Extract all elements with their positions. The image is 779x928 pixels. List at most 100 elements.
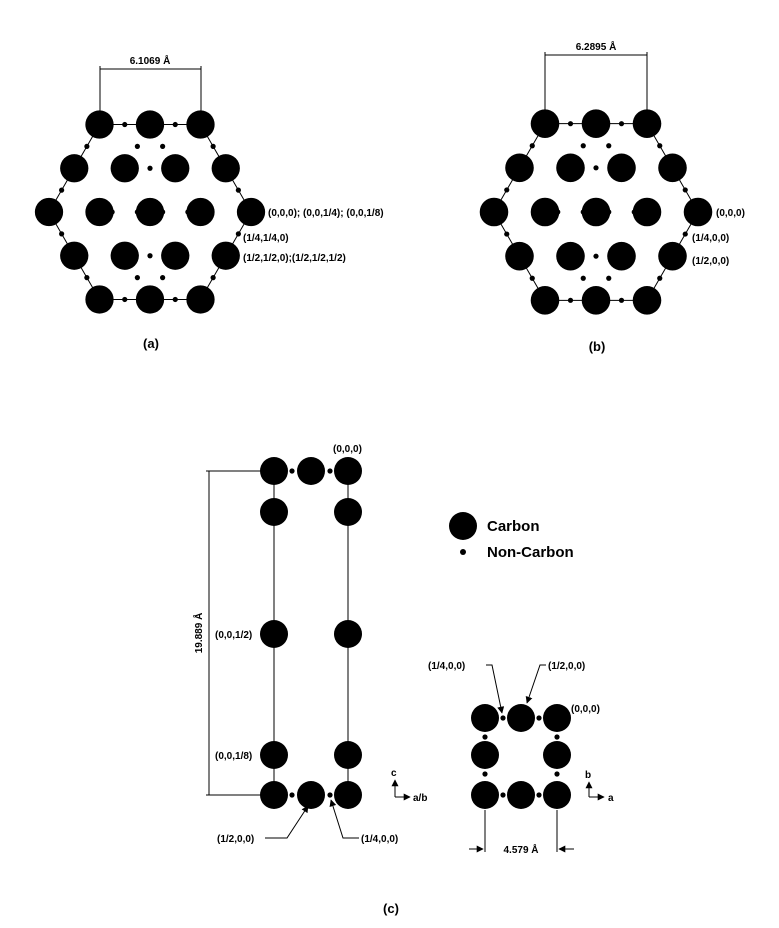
- non-carbon-atom: [84, 275, 90, 281]
- non-carbon-atom: [529, 143, 535, 149]
- carbon-atom: [260, 498, 288, 526]
- non-carbon-atom: [606, 275, 612, 281]
- carbon-atom: [581, 286, 611, 315]
- carbon-atom: [530, 286, 560, 315]
- panel-b-atoms: [479, 109, 713, 315]
- non-carbon-atom: [606, 209, 612, 215]
- non-carbon-atom: [618, 253, 625, 259]
- side-view-label-eighth-c: (0,0,1/8): [215, 751, 252, 762]
- panel-b-label-quarter: (1/4,0,0): [692, 233, 729, 244]
- carbon-atom: [85, 285, 114, 314]
- carbon-atom: [135, 197, 165, 227]
- carbon-atom: [507, 704, 535, 732]
- non-carbon-atom: [536, 715, 542, 721]
- carbon-atom: [658, 153, 687, 183]
- carbon-atom: [334, 620, 362, 648]
- non-carbon-atom: [618, 297, 625, 303]
- carbon-atom: [260, 620, 288, 648]
- side-view-label-origin: (0,0,0): [333, 444, 362, 455]
- non-carbon-atom: [580, 275, 586, 281]
- top-view-label-quarter: (1/4,0,0): [428, 661, 465, 672]
- non-carbon-atom: [504, 231, 510, 237]
- carbon-atom: [543, 741, 571, 769]
- carbon-atom: [471, 741, 499, 769]
- side-view-leader-half-a: [265, 805, 309, 839]
- panel-a-atoms: [34, 110, 266, 314]
- non-carbon-atom: [567, 121, 574, 127]
- carbon-atom: [135, 285, 165, 314]
- non-carbon-atom: [59, 231, 65, 237]
- non-carbon-atom: [657, 275, 663, 281]
- non-carbon-atom: [327, 792, 333, 798]
- side-view-height-dimension: 19.889 Å: [192, 613, 205, 654]
- non-carbon-atom: [529, 275, 535, 281]
- non-carbon-atom: [210, 143, 216, 149]
- non-carbon-atom: [134, 143, 140, 149]
- non-carbon-atom: [554, 771, 560, 777]
- top-view-label-half: (1/2,0,0): [548, 661, 585, 672]
- non-carbon-atom: [482, 734, 488, 740]
- panel-b: 6.2895 Å (0,0,0) (1/4,0,0) (1/2,0,0) (b): [479, 40, 745, 354]
- non-carbon-atom: [134, 209, 140, 215]
- carbon-atom: [530, 197, 560, 227]
- non-carbon-atom: [500, 715, 506, 721]
- non-carbon-atom: [235, 231, 241, 237]
- panel-c-side-view: 19.889 Å (0,0,0) (0,0,1/2) (0,0,1/8) (1/…: [192, 444, 427, 845]
- carbon-atom: [505, 241, 534, 271]
- top-view-leader-half: [525, 664, 546, 704]
- side-view-axis-c-label: c: [391, 768, 397, 779]
- non-carbon-atom: [327, 468, 333, 474]
- non-carbon-atom: [160, 143, 166, 149]
- panel-a-label-origin: (0,0,0); (0,0,1/4); (0,0,1/8): [268, 208, 384, 219]
- non-carbon-atom: [59, 187, 65, 193]
- top-view-width-dimension: 4.579 Å: [503, 843, 538, 856]
- side-view-label-half-a: (1/2,0,0): [217, 834, 254, 845]
- non-carbon-atom: [84, 143, 90, 149]
- carbon-atom: [186, 197, 215, 227]
- legend-non-carbon-label: Non-Carbon: [487, 544, 574, 561]
- legend-carbon-swatch: [449, 512, 477, 540]
- carbon-atom: [334, 498, 362, 526]
- panel-c-top-view: (1/4,0,0) (1/2,0,0) (0,0,0) 4.579 Å b a: [428, 661, 614, 856]
- carbon-atom: [471, 704, 499, 732]
- panel-a-label-half: (1/2,1/2,0);(1/2,1/2,1/2): [243, 253, 346, 264]
- panel-a-dimension: 6.1069 Å: [130, 54, 171, 67]
- carbon-atom: [60, 241, 89, 270]
- carbon-atom: [260, 457, 288, 485]
- non-carbon-atom: [567, 253, 574, 259]
- panel-a: 6.1069 Å (0,0,0); (0,0,1/4); (0,0,1/8) (…: [34, 54, 384, 351]
- non-carbon-atom: [500, 792, 506, 798]
- carbon-atom: [135, 110, 165, 139]
- carbon-atom: [505, 153, 534, 183]
- carbon-atom: [334, 457, 362, 485]
- carbon-atom: [85, 197, 114, 227]
- carbon-atom: [581, 197, 611, 227]
- top-view-axis-a-label: a: [608, 793, 614, 804]
- non-carbon-atom: [606, 143, 612, 149]
- non-carbon-atom: [172, 253, 178, 259]
- carbon-atom: [34, 197, 64, 227]
- carbon-atom: [260, 781, 288, 809]
- non-carbon-atom: [482, 771, 488, 777]
- top-view-leader-quarter: [486, 664, 505, 714]
- top-view-label-origin: (0,0,0): [571, 704, 600, 715]
- carbon-atom: [186, 285, 215, 314]
- non-carbon-atom: [555, 209, 561, 215]
- non-carbon-atom: [160, 275, 166, 281]
- carbon-atom: [507, 781, 535, 809]
- non-carbon-atom: [682, 187, 688, 193]
- carbon-atom: [658, 241, 687, 271]
- non-carbon-atom: [122, 296, 128, 303]
- side-view-label-half-c: (0,0,1/2): [215, 630, 252, 641]
- non-carbon-atom: [593, 165, 599, 171]
- non-carbon-atom: [172, 121, 178, 128]
- non-carbon-atom: [122, 253, 128, 259]
- side-view-leader-quarter-a: [329, 799, 359, 839]
- non-carbon-atom: [682, 231, 688, 237]
- carbon-atom: [334, 741, 362, 769]
- non-carbon-atom: [504, 187, 510, 193]
- non-carbon-atom: [554, 734, 560, 740]
- non-carbon-atom: [593, 253, 599, 259]
- non-carbon-atom: [289, 468, 295, 474]
